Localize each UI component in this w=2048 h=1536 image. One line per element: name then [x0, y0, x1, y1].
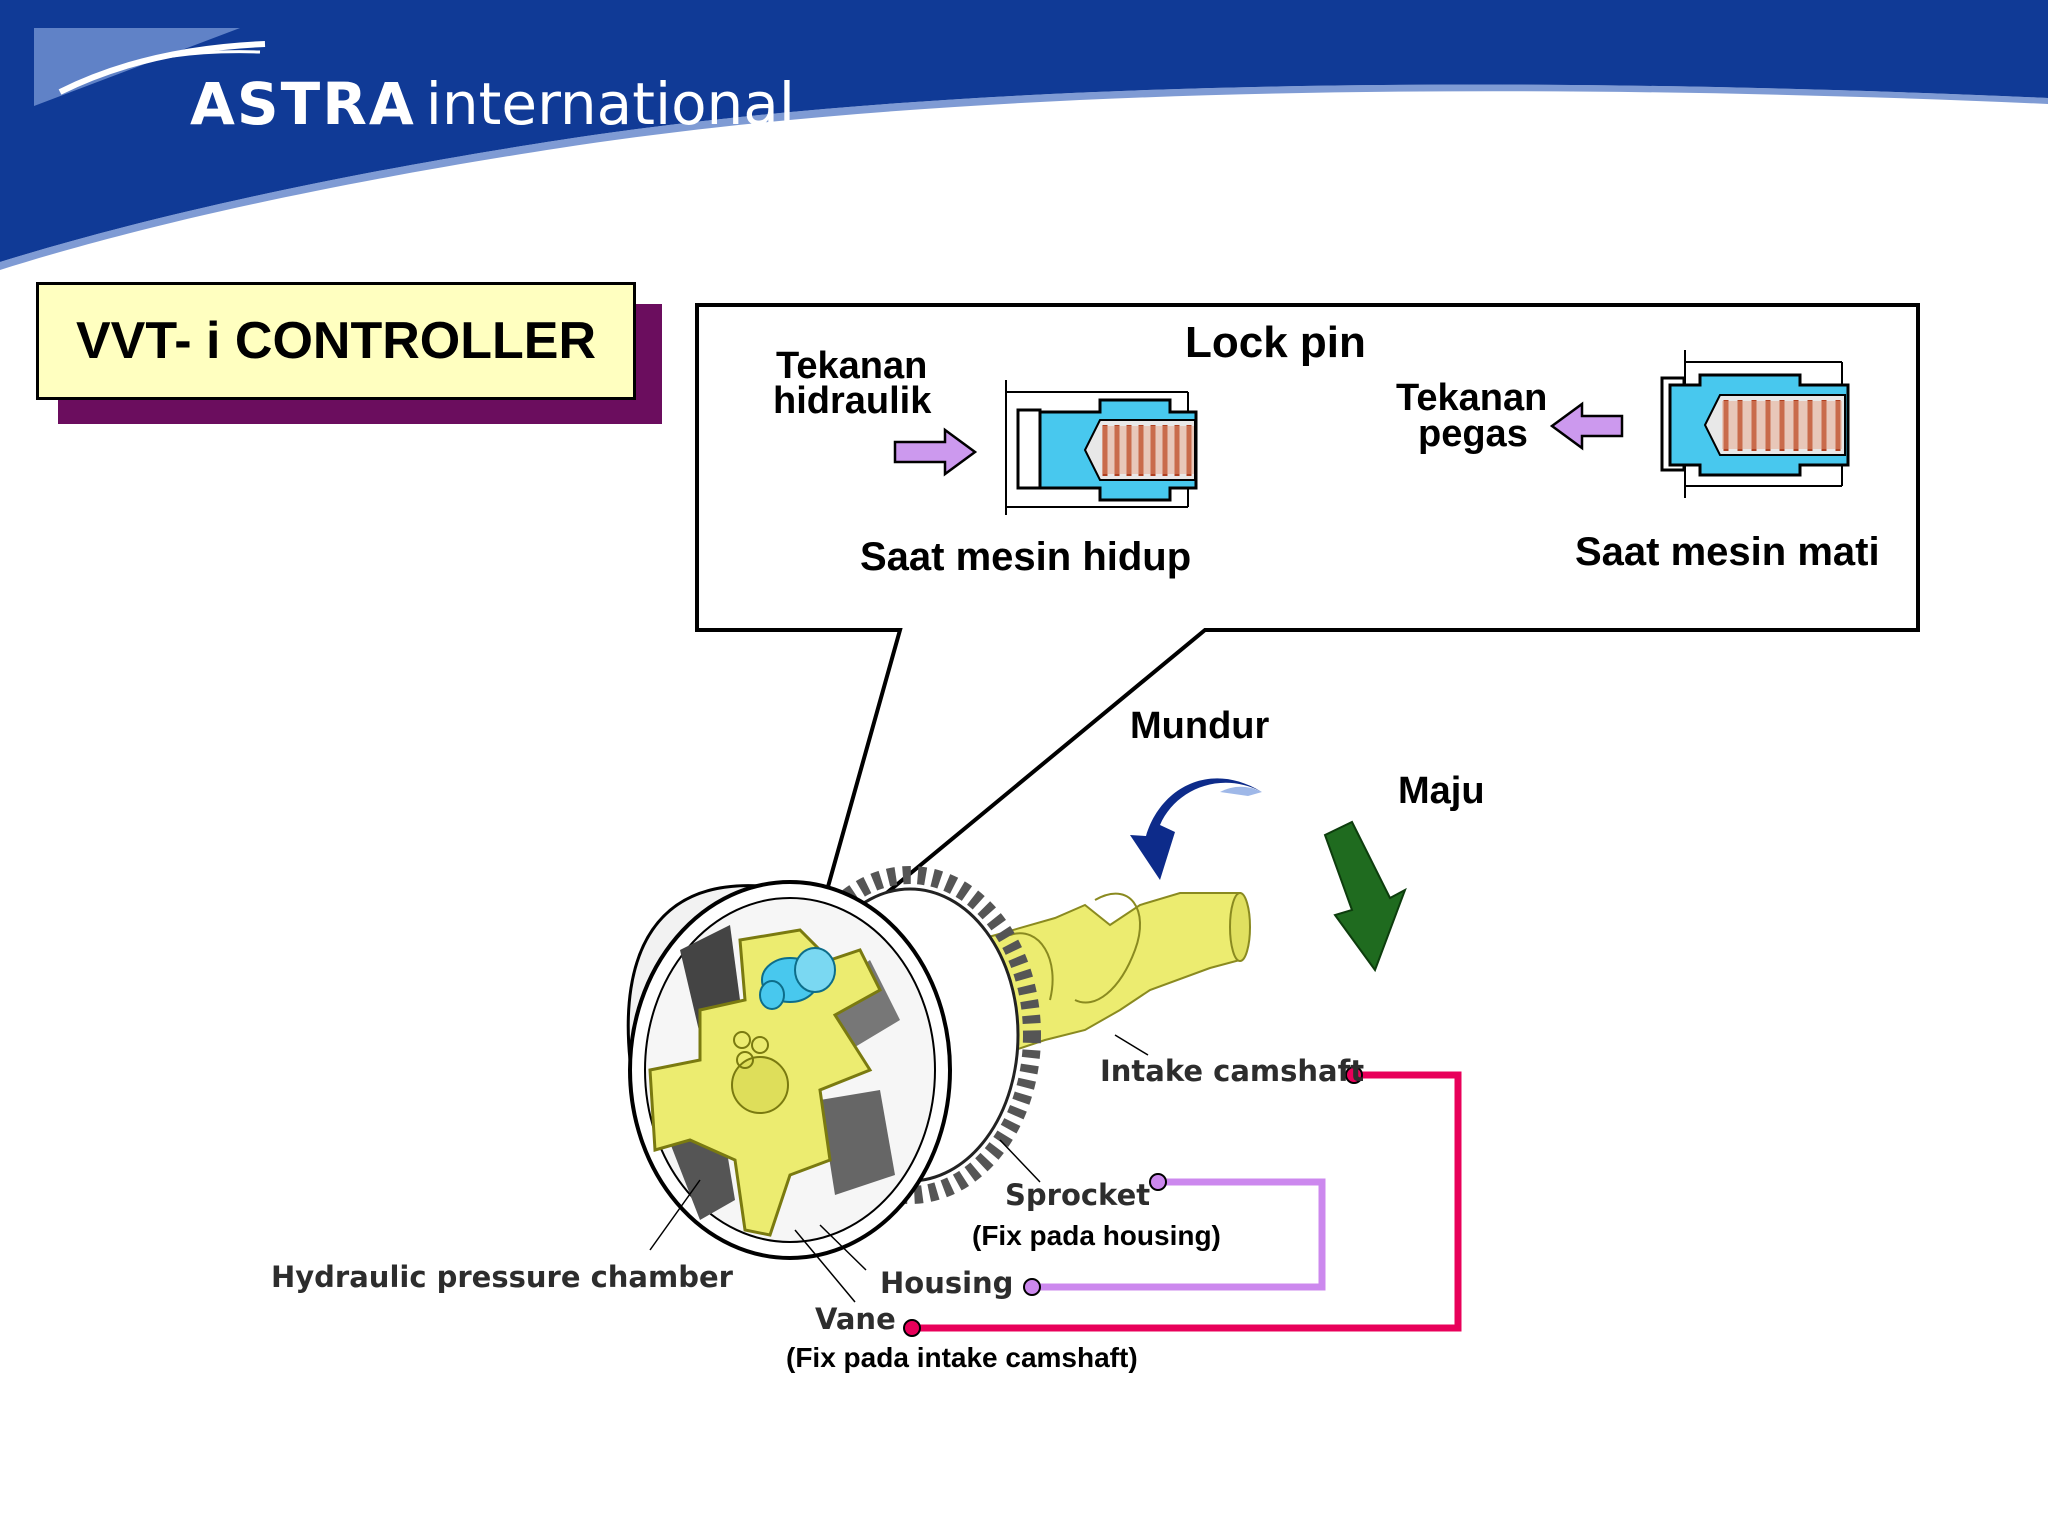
spring-pressure-label-line2: pegas	[1418, 413, 1528, 455]
advance-arrow-icon	[1323, 820, 1407, 973]
hydraulic-pressure-label-line2: hidraulik	[773, 380, 932, 422]
lock-pin-engine-off-icon	[1660, 350, 1850, 498]
retard-arrow-icon	[1130, 778, 1262, 880]
vane-label: Vane	[815, 1302, 896, 1336]
engine-on-state: Saat mesin hidup	[860, 535, 1192, 579]
astra-logo-swoosh-icon	[34, 28, 266, 106]
engine-off-state: Saat mesin mati	[1575, 530, 1880, 574]
hydraulic-pressure-arrow-icon	[893, 427, 978, 477]
lock-pin-heading: Lock pin	[1185, 318, 1366, 367]
retard-label: Mundur	[1130, 705, 1270, 747]
intake-camshaft-icon	[983, 892, 1251, 1052]
hydraulic-pressure-label-line1: Tekanan	[776, 345, 928, 387]
lock-pin-icon	[759, 947, 836, 1010]
intake-camshaft-marker	[1345, 1066, 1363, 1084]
page-title: VVT- i CONTROLLER	[76, 312, 596, 370]
vane-note: (Fix pada intake camshaft)	[786, 1342, 1138, 1373]
sprocket-marker	[1149, 1173, 1167, 1191]
hydraulic-pressure-chamber-label: Hydraulic pressure chamber	[271, 1260, 733, 1294]
housing-marker	[1023, 1278, 1041, 1296]
spring-pressure-arrow-icon	[1549, 401, 1624, 451]
brand-name-light: international	[425, 70, 795, 138]
camshaft-vane-link	[912, 1071, 1462, 1332]
vane-marker	[903, 1319, 921, 1337]
header-band	[0, 0, 2048, 270]
lock-pin-engine-on-icon	[1005, 380, 1198, 515]
title-box: VVT- i CONTROLLER	[36, 282, 636, 400]
sprocket-label: Sprocket	[1005, 1178, 1151, 1212]
advance-label: Maju	[1398, 770, 1485, 812]
spring-pressure-label-line1: Tekanan	[1396, 377, 1548, 419]
intake-camshaft-label: Intake camshaft	[1100, 1054, 1365, 1088]
lock-pin-callout	[695, 303, 1920, 964]
brand-name-bold: ASTRA	[190, 70, 416, 138]
sprocket-note: (Fix pada housing)	[972, 1220, 1221, 1251]
housing-label: Housing	[880, 1266, 1014, 1300]
sprocket-housing-link	[1032, 1178, 1326, 1291]
